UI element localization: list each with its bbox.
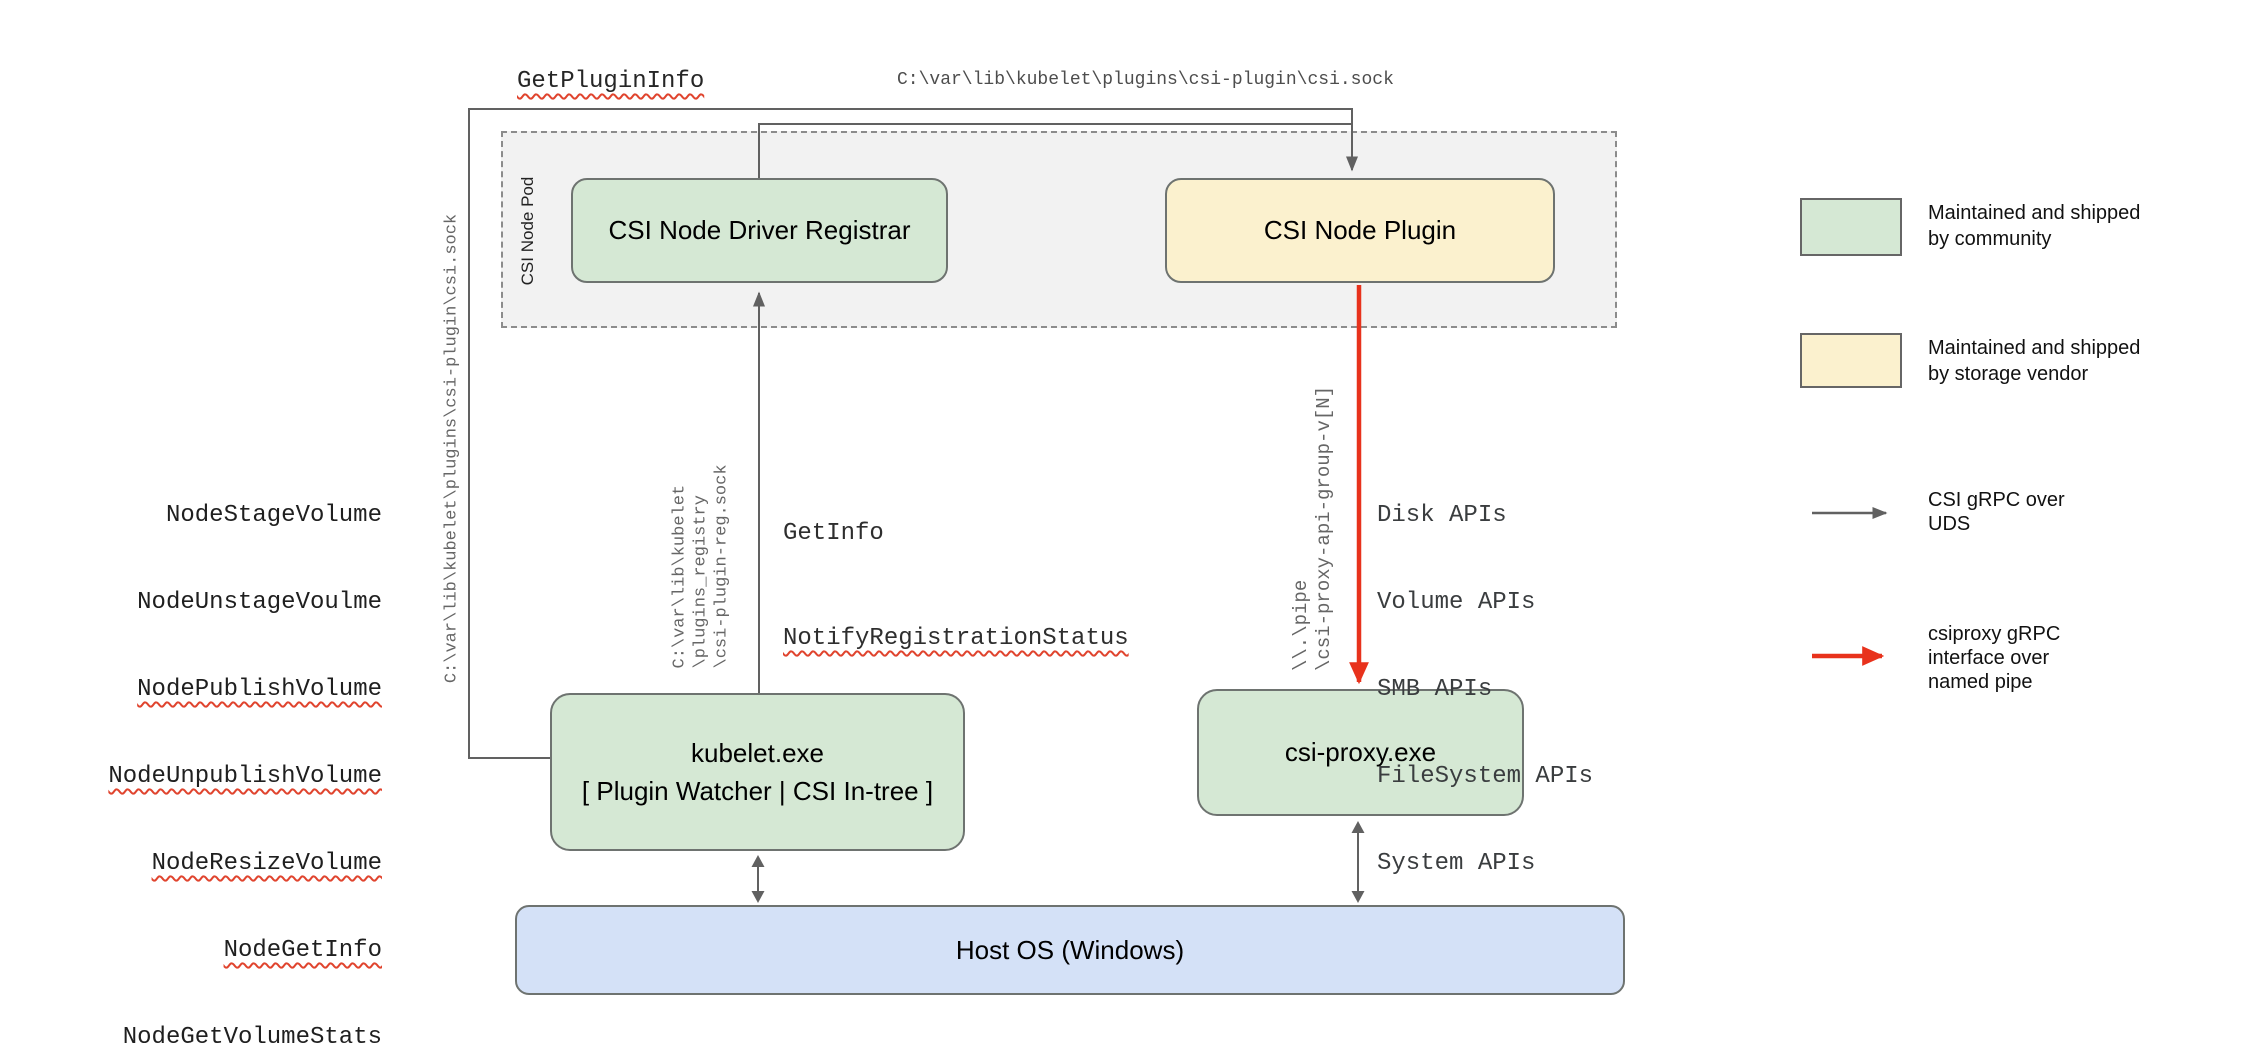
legend-community-swatch [1800,198,1902,256]
get-info-label: GetInfo [783,520,884,547]
csi-sock-path-vertical-label: C:\var\lib\kubelet\plugins\csi-plugin\cs… [442,213,462,684]
legend-namedpipe-label: csiproxy gRPC interface over named pipe [1928,623,2061,693]
csi-node-driver-registrar-label: CSI Node Driver Registrar [608,215,911,245]
proxy-api-list: Disk APIs Volume APIs SMB APIs FileSyste… [1377,443,1593,936]
kubelet-label: kubelet.exe [691,738,824,768]
proxy-api-item: SMB APIs [1377,676,1493,703]
node-method-item: NodeUnpublishVolume [108,763,382,790]
csi-node-pod-label: CSI Node Pod [518,176,537,286]
node-methods-list: NodeStageVolume NodeUnstageVoulme NodePu… [60,443,382,1044]
host-os-label: Host OS (Windows) [955,934,1185,965]
proxy-api-item: FileSystem APIs [1377,763,1594,790]
csi-sock-path-top-label: C:\var\lib\kubelet\plugins\csi-plugin\cs… [897,70,1394,90]
csi-node-plugin-label: CSI Node Plugin [1263,215,1457,245]
node-method-item: NodeUnstageVoulme [137,589,382,616]
csi-node-plugin-box: CSI Node Plugin [1165,178,1555,283]
edge-kubelet-hostos [751,855,765,903]
proxy-api-item: System APIs [1377,850,1536,877]
kubelet-sublabel: [ Plugin Watcher | CSI In-tree ] [581,776,934,806]
proxy-api-item: Disk APIs [1377,502,1507,529]
csi-node-driver-registrar-box: CSI Node Driver Registrar [571,178,948,283]
named-pipe-path-label: \\.\pipe \csi-proxy-api-group-v[N] [1290,385,1335,671]
host-os-box: Host OS (Windows) [515,905,1625,995]
plugin-registry-path-label: C:\var\lib\kubelet \plugins_registry \cs… [670,464,732,669]
legend-community-label: Maintained and shipped by community [1928,202,2141,250]
node-method-item: NodeStageVolume [165,502,382,529]
edge-csiproxy-hostos [1351,821,1365,903]
node-method-item: NodeGetInfo [223,937,382,964]
legend-vendor-swatch [1800,333,1902,388]
proxy-api-item: Volume APIs [1377,589,1536,616]
node-method-item: NodeGetVolumeStats [122,1024,382,1044]
registration-calls-block: GetInfo NotifyRegistrationStatus [783,446,1129,726]
get-plugin-info-label: GetPluginInfo [517,68,705,95]
node-method-item: NodeResizeVolume [151,850,382,877]
legend-vendor-label: Maintained and shipped by storage vendor [1928,337,2141,385]
notify-registration-status-label: NotifyRegistrationStatus [783,625,1129,652]
legend-uds-label: CSI gRPC over UDS [1928,489,2065,535]
node-method-item: NodePublishVolume [137,676,382,703]
